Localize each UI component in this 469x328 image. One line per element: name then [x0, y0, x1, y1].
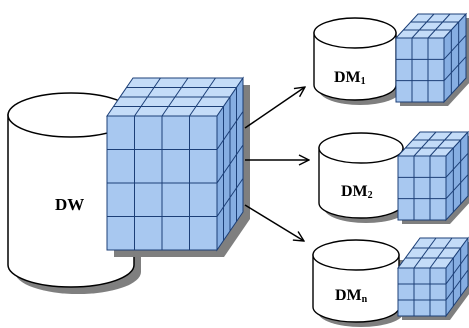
cube-grid-line: [443, 34, 467, 60]
cube-grid-line: [445, 174, 469, 200]
dm2-label-subscript: 2: [368, 190, 373, 201]
data-mart-n-cylinder: [312, 239, 404, 327]
arrows: [244, 87, 309, 241]
data-mart-2-cube: [396, 130, 469, 224]
cube-grid-line: [413, 131, 437, 157]
dmn-label: DMn: [335, 287, 368, 305]
cube-grid-line: [445, 253, 469, 285]
arrow-to-dmn: [244, 204, 304, 241]
data-mart-1-cube: [394, 12, 469, 106]
cube-front-face: [397, 155, 447, 221]
cube-grid-line: [427, 13, 451, 39]
data-mart-n-cube: [397, 236, 469, 320]
arrow-to-dm1: [244, 87, 305, 129]
cube-grid-line: [216, 178, 244, 217]
cube-grid-line: [413, 237, 437, 269]
cube-grid-line: [445, 269, 469, 301]
cube-front-face: [395, 37, 445, 103]
dw-label: DW: [55, 195, 84, 214]
data-mart-2-cylinder: [318, 132, 408, 223]
dmn-label-main: DM: [335, 287, 362, 304]
dm1-label: DM1: [334, 69, 366, 87]
cube-grid-line: [429, 237, 453, 269]
dw-cylinder-body: [7, 114, 135, 288]
cube-front-face: [397, 267, 447, 317]
cube-grid-line: [443, 56, 467, 82]
cube-grid-line: [216, 144, 244, 184]
cube-grid-line: [429, 131, 453, 157]
dm2-label: DM2: [341, 183, 373, 201]
dm1-label-subscript: 1: [361, 76, 366, 87]
dm1-label-main: DM: [334, 69, 361, 86]
cube-grid-line: [189, 77, 216, 117]
data-mart-1-cylinder: [313, 17, 401, 105]
dw-data-cube: [106, 76, 250, 257]
cube-grid-line: [445, 152, 469, 178]
dm2-label-main: DM: [341, 183, 368, 200]
cube-grid-line: [411, 13, 435, 39]
dmn-label-subscript: n: [362, 294, 368, 305]
